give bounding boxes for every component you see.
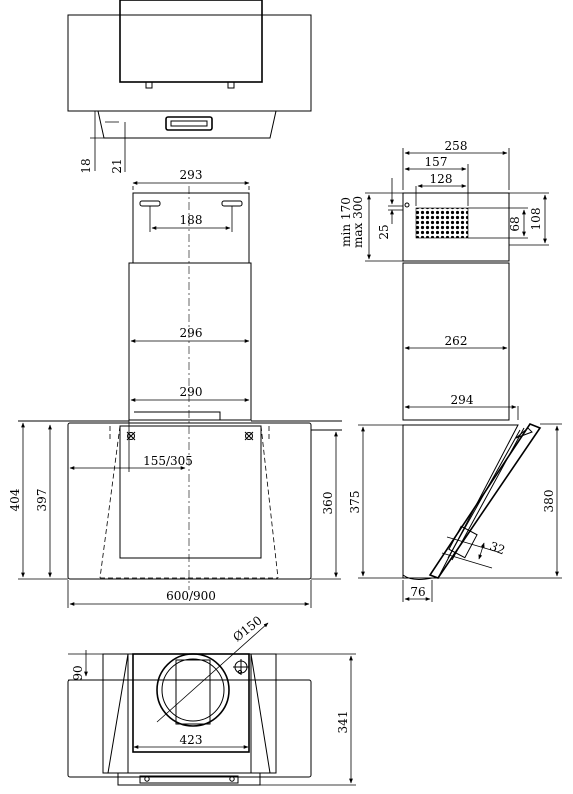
front-lower-chimney	[128, 262, 252, 421]
side-lower-chimney	[402, 262, 510, 421]
dim-397: 397	[35, 489, 49, 512]
front-hidden-lines	[99, 425, 279, 579]
dim-150: Ø150	[230, 613, 264, 644]
dim-max300: max 300	[351, 196, 365, 248]
dim-68: 68	[508, 216, 522, 231]
top-body	[97, 110, 277, 139]
dim-188: 188	[180, 213, 203, 227]
side-upper-chimney	[402, 192, 510, 262]
bottom-front-strip	[117, 772, 261, 786]
dim-360: 360	[321, 492, 335, 515]
mount-hole-right	[245, 432, 253, 440]
dim-293: 293	[180, 168, 203, 182]
front-hood-window	[119, 425, 262, 559]
dim-25: 25	[377, 224, 391, 239]
dim-157: 157	[425, 155, 448, 169]
side-glass-panel	[428, 423, 542, 579]
dim-294: 294	[451, 393, 474, 407]
dim-76: 76	[410, 585, 425, 599]
dim-32: 32	[488, 539, 507, 557]
top-glass-panel	[67, 14, 312, 112]
dim-90: 90	[71, 665, 85, 680]
dim-296: 296	[180, 326, 203, 340]
dim-min170: min 170	[339, 197, 353, 247]
top-view: 18 21	[67, 0, 312, 174]
dim-21-lines	[105, 121, 126, 172]
dim-290: 290	[180, 385, 203, 399]
top-control-panel	[165, 116, 213, 131]
dim-423: 423	[180, 733, 203, 747]
dim-18-lines	[90, 110, 110, 171]
top-chimney-tabs	[145, 82, 235, 89]
duct-outlet	[156, 653, 230, 727]
bottom-body	[102, 653, 277, 774]
dim-258: 258	[445, 139, 468, 153]
dim-18: 18	[79, 158, 93, 173]
mount-hole-left	[127, 432, 135, 440]
dim-108: 108	[529, 208, 543, 231]
dim-375: 375	[348, 491, 362, 514]
front-hood-frame	[18, 420, 342, 431]
dim-155-305: 155/305	[143, 454, 193, 468]
bottom-glass-panel	[67, 679, 312, 778]
dim-380: 380	[542, 490, 556, 513]
dim-404: 404	[8, 488, 22, 511]
dim-128: 128	[430, 172, 453, 186]
dim-21: 21	[110, 158, 124, 173]
bottom-view: Ø150 90 423 341	[67, 613, 356, 786]
dim-262: 262	[445, 334, 468, 348]
side-view: 258 157 128 min 170 max 300 25 68 108 26…	[339, 139, 562, 602]
dim-341: 341	[336, 711, 350, 734]
front-view: 293 188 296 290 155/305 404 397	[8, 168, 342, 608]
side-grille	[415, 207, 469, 239]
top-chimney	[119, 0, 263, 83]
dim-600-900: 600/900	[166, 589, 216, 603]
front-hood-glass	[67, 422, 312, 580]
